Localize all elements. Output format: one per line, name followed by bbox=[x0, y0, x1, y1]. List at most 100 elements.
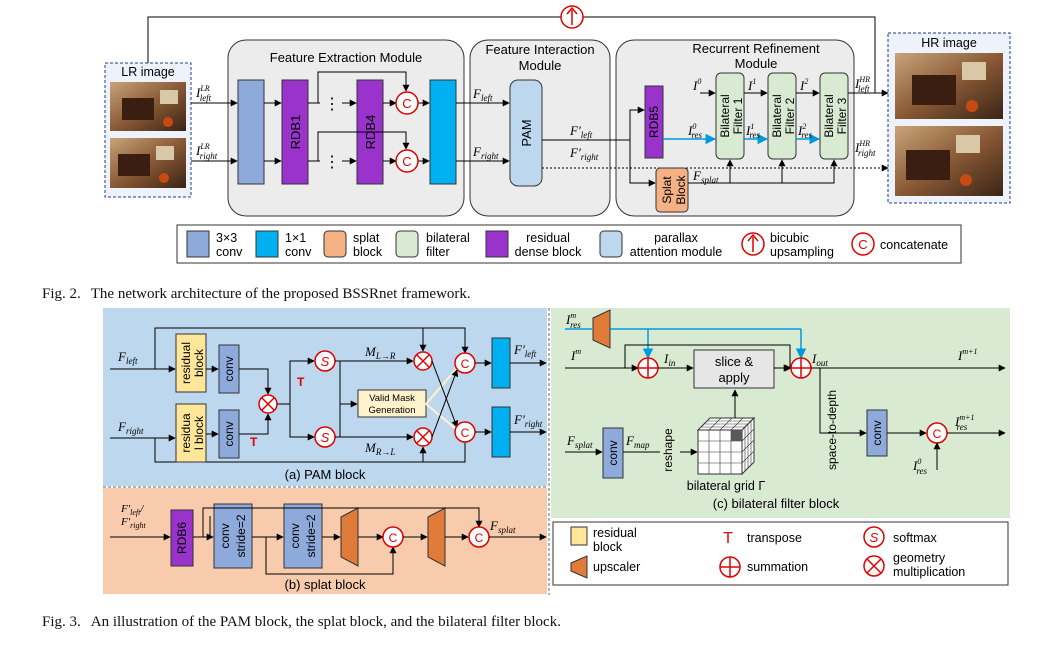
legend-parallax-attention-module: parallax attention module bbox=[599, 230, 722, 259]
bf-i-out-label: Iout bbox=[811, 351, 828, 368]
legend-residual-dense-block: residual dense block bbox=[485, 230, 582, 259]
svg-text:C: C bbox=[389, 531, 398, 545]
f-right-prime-label: F′right bbox=[569, 145, 599, 162]
rdb1-block bbox=[281, 79, 309, 185]
recurrent-refinement-title-1: Recurrent Refinement bbox=[692, 41, 820, 56]
splat-input-label-2: F′right bbox=[120, 516, 146, 530]
svg-text:attention module: attention module bbox=[630, 245, 722, 259]
svg-text:apply: apply bbox=[718, 370, 750, 385]
svg-text:T: T bbox=[723, 530, 733, 547]
fig2-caption-number: Fig. 2. bbox=[42, 286, 81, 302]
pam-f-left-label: Fleft bbox=[117, 349, 138, 366]
pam-residual-block-bottom bbox=[175, 403, 207, 463]
legend-geometry-multiplication: geometry multiplication bbox=[863, 551, 965, 579]
svg-text:conv: conv bbox=[216, 245, 243, 259]
fe-concat-bottom-label: C bbox=[402, 154, 411, 169]
bilateral-filter-3 bbox=[819, 72, 849, 160]
conv1x1-block bbox=[429, 79, 457, 185]
pam-rb-bottom-1: residua bbox=[179, 413, 193, 453]
bf-f-map-label: Fmap bbox=[625, 433, 650, 450]
svg-text:splat: splat bbox=[353, 231, 380, 245]
svg-text:concatenate: concatenate bbox=[880, 238, 948, 252]
svg-text:multiplication: multiplication bbox=[893, 565, 965, 579]
i0-label: I0 bbox=[692, 77, 701, 93]
pam-label: PAM bbox=[519, 119, 534, 146]
splat-input-label-1: F′left/ bbox=[120, 503, 144, 517]
recurrent-refinement-title-2: Module bbox=[735, 56, 778, 71]
legend-transpose: T transpose bbox=[723, 530, 802, 547]
bilateral-filter-1 bbox=[715, 72, 745, 160]
fig3-caption-text: An illustration of the PAM block, the sp… bbox=[90, 614, 561, 630]
fig3-caption-number: Fig. 3. bbox=[42, 614, 81, 630]
fig3-caption: Fig. 3. An illustration of the PAM block,… bbox=[42, 614, 561, 631]
splat-panel-title: (b) splat block bbox=[285, 577, 366, 592]
bf3-label-1: Bilateral bbox=[822, 94, 836, 137]
pam-rb-bottom-2: l block bbox=[192, 415, 206, 450]
legend-1x1-conv: 1×1 conv bbox=[255, 230, 312, 259]
upscaler-2 bbox=[427, 507, 446, 567]
hr-left-image bbox=[895, 53, 1003, 119]
bilateral-grid-cube bbox=[696, 416, 756, 476]
svg-text:summation: summation bbox=[747, 560, 808, 574]
fe-dots-bottom: ⋮ bbox=[324, 154, 340, 171]
bf1-label-2: Filter 1 bbox=[731, 97, 745, 134]
svg-text:Valid Mask: Valid Mask bbox=[369, 393, 415, 404]
bf2-label-1: Bilateral bbox=[770, 94, 784, 137]
legend-softmax: S softmax bbox=[863, 526, 938, 548]
pam-panel-title: (a) PAM block bbox=[285, 467, 366, 482]
splat-label-1: Splat bbox=[660, 176, 674, 204]
svg-text:stride=2: stride=2 bbox=[234, 514, 248, 557]
fe-concat-top-label: C bbox=[402, 96, 411, 111]
bf3-label-2: Filter 3 bbox=[835, 97, 849, 134]
m-rl-label: MR→L bbox=[364, 440, 395, 457]
legend-summation: summation bbox=[719, 556, 808, 578]
svg-text:S: S bbox=[321, 430, 330, 445]
lr-image-label: LR image bbox=[121, 65, 175, 79]
pam-f-left-prime: F′left bbox=[513, 342, 537, 359]
svg-text:C: C bbox=[858, 237, 867, 252]
fig2-caption-text: The network architecture of the proposed… bbox=[90, 286, 471, 302]
pam-rb-top-2: block bbox=[192, 348, 206, 377]
svg-text:transpose: transpose bbox=[747, 531, 802, 545]
i1-label: I1 bbox=[747, 77, 756, 93]
bilateral-panel-title: (c) bilateral filter block bbox=[713, 496, 840, 511]
legend-upscaler: upscaler bbox=[570, 555, 640, 579]
svg-text:conv: conv bbox=[285, 245, 312, 259]
rdb6-block bbox=[170, 509, 194, 567]
pam-rb-top-1: residual bbox=[179, 342, 193, 384]
pam-conv1x1-bottom bbox=[491, 406, 511, 458]
pam-f-right-label: Fright bbox=[117, 419, 144, 436]
i2-label: I2 bbox=[799, 77, 808, 93]
fe-concat-top bbox=[395, 91, 419, 115]
valid-mask-generation bbox=[357, 389, 427, 418]
svg-text:Generation: Generation bbox=[368, 405, 415, 416]
feature-interaction-title-2: Module bbox=[519, 58, 562, 73]
fig2-caption: Fig. 2. The network architecture of the p… bbox=[42, 286, 471, 303]
f-left-label: Fleft bbox=[472, 86, 493, 103]
bf-reshape-label: reshape bbox=[661, 428, 675, 472]
f-left-prime-label: F′left bbox=[569, 123, 593, 140]
lr-right-image bbox=[110, 138, 186, 188]
rdb1-label: RDB1 bbox=[288, 115, 303, 150]
pam-block bbox=[509, 79, 543, 187]
svg-text:block: block bbox=[593, 540, 623, 554]
legend-concatenate: C concatenate bbox=[851, 232, 948, 256]
fe-concat-bottom bbox=[395, 149, 419, 173]
fig3-legend bbox=[552, 521, 1009, 586]
legend-residual-block: residual block bbox=[570, 526, 637, 554]
pam-conv-top-label: conv bbox=[222, 356, 236, 381]
svg-text:C: C bbox=[461, 357, 470, 371]
svg-text:conv: conv bbox=[870, 420, 884, 445]
pam-conv1x1-top bbox=[491, 337, 511, 389]
conv3x3-block-1 bbox=[237, 79, 265, 185]
upscaler-1 bbox=[340, 507, 359, 567]
legend-splat-block: splat block bbox=[323, 230, 383, 259]
pam-panel bbox=[103, 308, 547, 486]
